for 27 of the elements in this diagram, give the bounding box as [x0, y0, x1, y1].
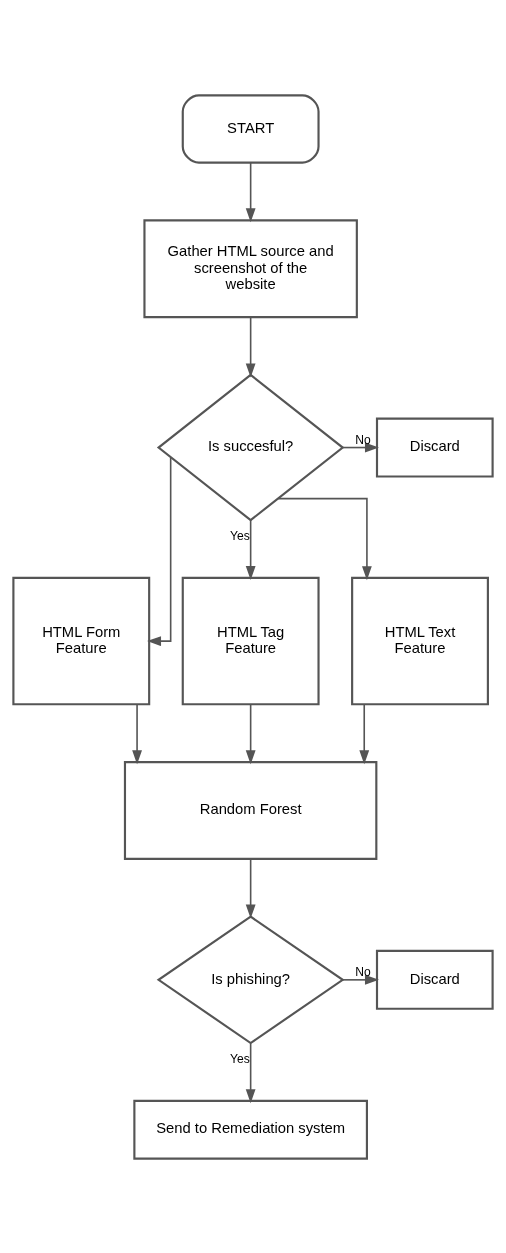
node-box: START [181, 93, 320, 164]
node-diamond: Is succesful? [156, 373, 345, 521]
node-box: Random Forest [123, 760, 378, 860]
node-box: Discard [375, 417, 494, 478]
arrow [245, 518, 256, 580]
arrow [341, 974, 379, 985]
node-box: Gather HTML source and screenshot of the website [143, 218, 358, 318]
arrow [277, 497, 372, 580]
arrow [245, 1042, 256, 1103]
arrow [359, 703, 370, 764]
arrow [341, 442, 379, 452]
node-box: Discard [375, 949, 494, 1010]
arrow [245, 316, 256, 377]
arrow [245, 703, 256, 764]
node-box: Send to Remediation system [133, 1099, 368, 1160]
edge-label: No [355, 432, 371, 447]
node-diamond: Is phishing? [156, 914, 345, 1044]
node-box: HTML Text Feature [351, 576, 489, 705]
edge-label: Yes [230, 528, 250, 543]
arrow [147, 456, 172, 646]
arrow [132, 703, 142, 764]
node-box: HTML Form Feature [12, 576, 151, 705]
arrow [245, 857, 256, 919]
edge-label: Yes [230, 1051, 250, 1066]
node-box: HTML Tag Feature [181, 576, 320, 705]
edge-label: No [355, 964, 371, 979]
arrow [245, 161, 256, 222]
